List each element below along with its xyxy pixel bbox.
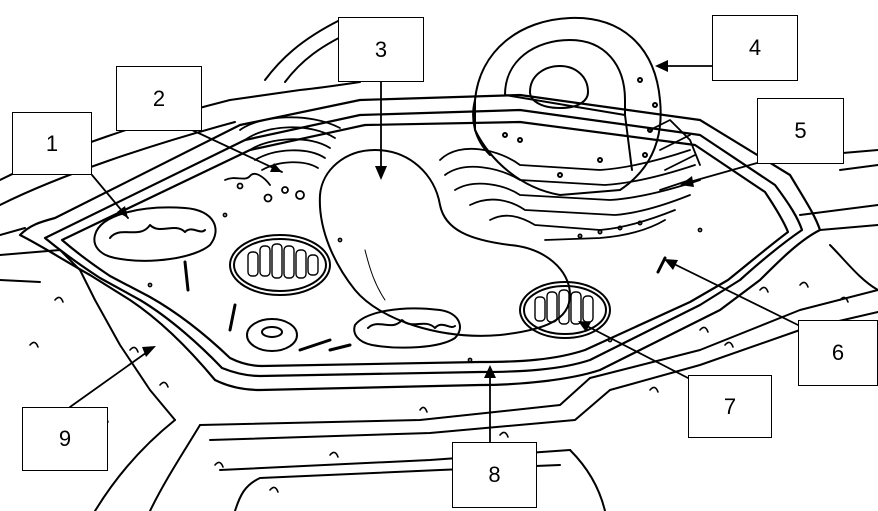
cell-wall	[20, 95, 820, 390]
label-text-5: 5	[794, 118, 806, 144]
label-box-9: 9	[22, 407, 108, 471]
golgi-apparatus	[225, 117, 340, 201]
label-box-1: 1	[12, 112, 92, 175]
label-text-4: 4	[749, 35, 761, 61]
vesicle	[247, 319, 297, 351]
label-text-1: 1	[46, 131, 58, 157]
vacuole	[320, 150, 570, 336]
label-box-2: 2	[116, 66, 202, 131]
label-box-7: 7	[688, 375, 772, 438]
label-text-2: 2	[153, 86, 165, 112]
label-box-8: 8	[452, 442, 537, 508]
label-text-8: 8	[488, 462, 500, 488]
label-box-3: 3	[338, 17, 424, 82]
label-text-9: 9	[59, 426, 71, 452]
cytoplasm-dots	[30, 213, 848, 492]
label-text-3: 3	[375, 37, 387, 63]
label-box-5: 5	[757, 98, 844, 164]
label-box-6: 6	[798, 320, 878, 386]
label-box-4: 4	[712, 15, 798, 81]
label-text-6: 6	[832, 340, 844, 366]
label-text-7: 7	[724, 394, 736, 420]
